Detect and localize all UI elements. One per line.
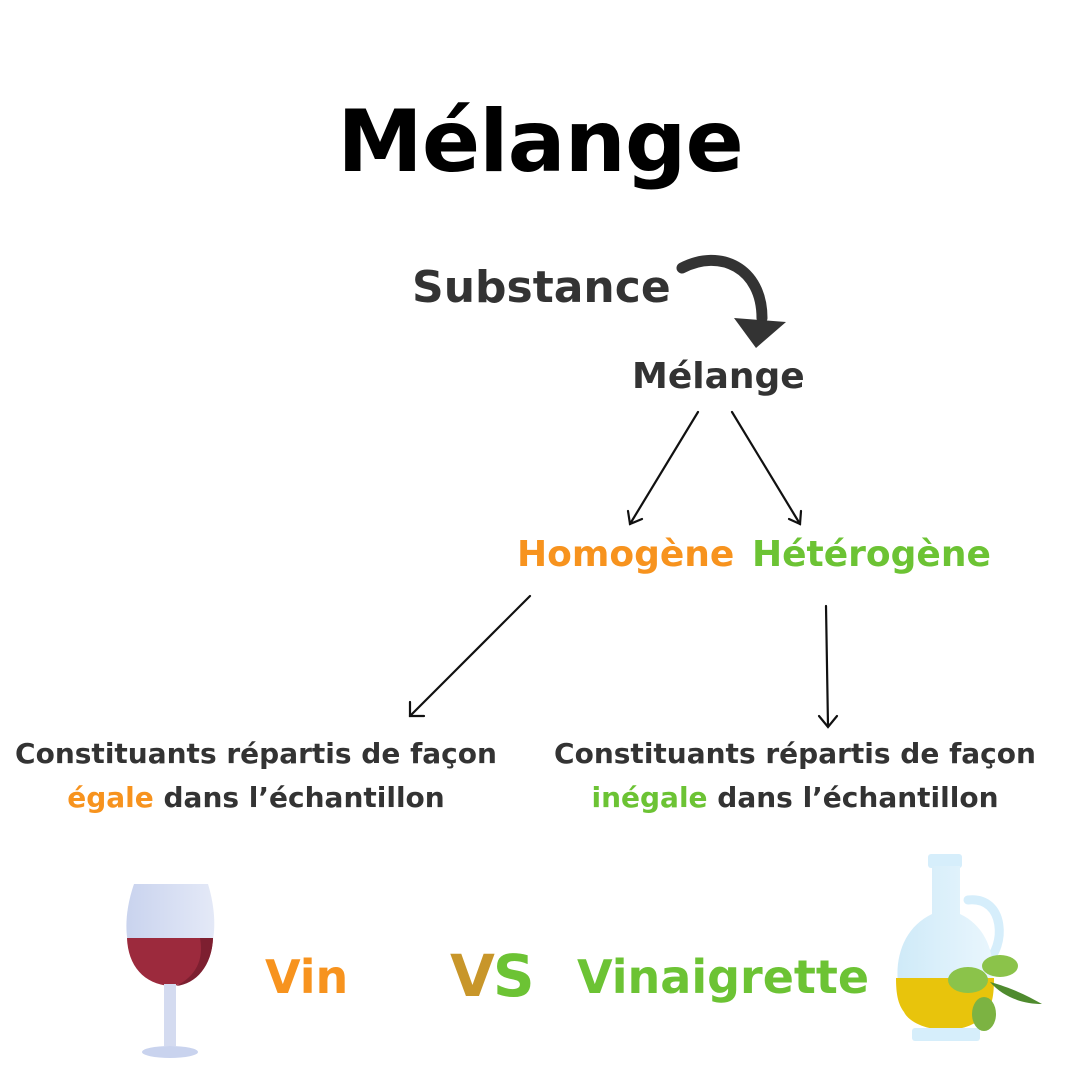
arrow-melange-to-heterogene: [730, 410, 803, 526]
vs-letter-v: V: [450, 942, 495, 1010]
heterogene-description-highlight: inégale: [591, 781, 708, 814]
homogene-description-highlight: égale: [67, 781, 154, 814]
vs-label: VS: [450, 942, 535, 1010]
heterogene-description: Constituants répartis de façon inégale d…: [540, 732, 1050, 820]
heterogene-description-line1: Constituants répartis de façon: [554, 737, 1036, 770]
homogene-description-rest: dans l’échantillon: [153, 781, 445, 814]
heterogene-description-rest: dans l’échantillon: [707, 781, 999, 814]
arrow-homogene-to-description: [408, 594, 532, 718]
vin-label: Vin: [265, 950, 349, 1004]
homogene-description: Constituants répartis de façon égale dan…: [0, 732, 512, 820]
olive-oil-jar-icon: [896, 854, 1042, 1041]
heterogene-description-line2: inégale dans l’échantillon: [540, 776, 1050, 820]
homogene-description-line2: égale dans l’échantillon: [0, 776, 512, 820]
arrow-melange-to-homogene: [626, 410, 700, 526]
homogene-label: Homogène: [517, 534, 735, 575]
vs-letter-s: S: [492, 942, 535, 1010]
melange-label: Mélange: [632, 356, 805, 397]
wine-glass-icon: [126, 884, 215, 1058]
heterogene-label: Hétérogène: [752, 534, 991, 575]
arrow-heterogene-to-description: [817, 604, 839, 729]
vinaigrette-label: Vinaigrette: [577, 950, 870, 1004]
homogene-description-line1: Constituants répartis de façon: [15, 737, 497, 770]
curved-arrow-icon: [676, 254, 786, 348]
page-title: Mélange: [337, 92, 744, 192]
substance-label: Substance: [412, 262, 671, 313]
